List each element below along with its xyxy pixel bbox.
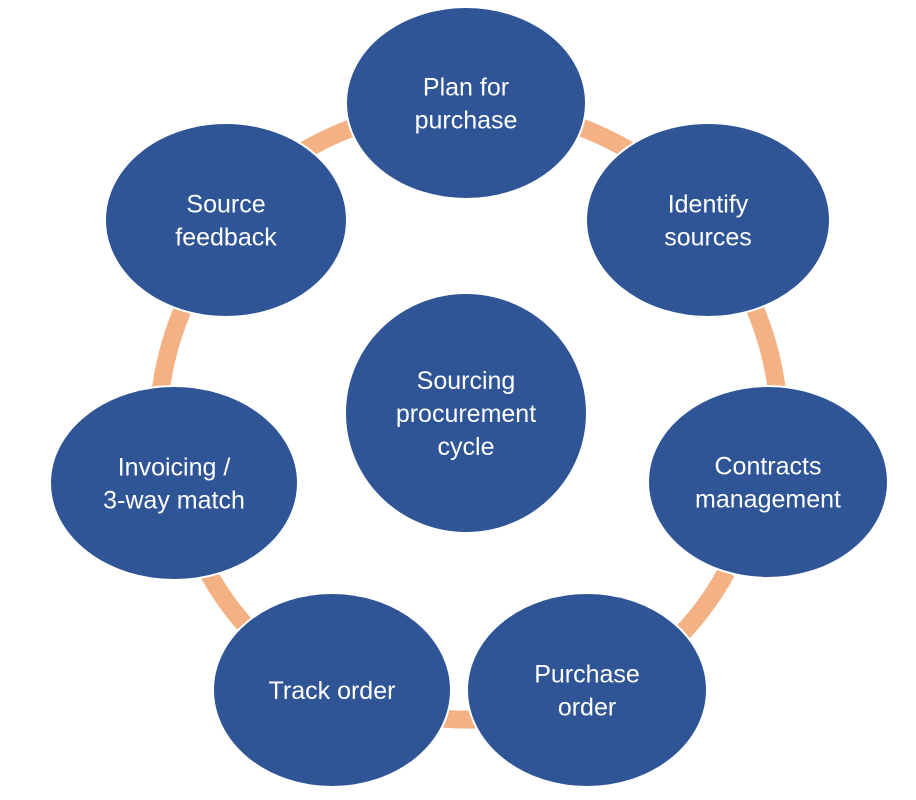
cycle-node-source-feedback: Source feedback — [105, 123, 347, 317]
cycle-node-track-order: Track order — [213, 593, 451, 787]
cycle-node-identify-sources-label-line: Identify — [668, 191, 749, 219]
cycle-node-identify-sources-shape — [586, 123, 830, 317]
cycle-node-contracts-management-label-line: management — [695, 486, 841, 514]
nodes-layer: Plan for purchaseIdentify sourcesContracts… — [50, 7, 888, 787]
cycle-node-plan-for-purchase-shape — [346, 7, 586, 199]
cycle-node-contracts-management-label-line: Contracts — [715, 453, 822, 481]
cycle-node-invoicing-3-way-match-label-line: 3-way match — [103, 487, 245, 515]
cycle-node-purchase-order-label-line: order — [558, 694, 616, 722]
cycle-node-plan-for-purchase-label-line: Plan for — [423, 74, 509, 102]
cycle-node-invoicing-3-way-match-shape — [50, 386, 298, 580]
cycle-node-purchase-order-label-line: Purchase — [534, 661, 640, 689]
cycle-node-plan-for-purchase-label-line: purchase — [415, 107, 518, 135]
cycle-node-source-feedback-shape — [105, 123, 347, 317]
center-node-sourcing-procurement-cycle-label-line: cycle — [438, 433, 495, 461]
center-node-sourcing-procurement-cycle-label-line: procurement — [396, 400, 536, 428]
cycle-node-source-feedback-label-line: feedback — [175, 224, 277, 252]
cycle-node-purchase-order-shape — [467, 593, 707, 787]
cycle-node-plan-for-purchase: Plan for purchase — [346, 7, 586, 199]
cycle-node-invoicing-3-way-match: Invoicing / 3-way match — [50, 386, 298, 580]
cycle-node-identify-sources-label-line: sources — [664, 224, 752, 252]
cycle-node-identify-sources: Identify sources — [586, 123, 830, 317]
connector-invoicing-3-way-match-to-source-feedback — [152, 303, 193, 393]
cycle-node-contracts-management-shape — [648, 386, 888, 578]
cycle-node-source-feedback-label-line: Source — [186, 191, 265, 219]
cycle-node-contracts-management: Contracts management — [648, 386, 888, 578]
center-node-sourcing-procurement-cycle: Sourcing procurement cycle — [345, 293, 587, 533]
connector-identify-sources-to-contracts-management — [745, 300, 786, 390]
cycle-node-track-order-label-line: Track order — [269, 677, 396, 705]
center-node-sourcing-procurement-cycle-label-line: Sourcing — [417, 367, 516, 395]
cycle-node-purchase-order: Purchase order — [467, 593, 707, 787]
cycle-node-invoicing-3-way-match-label-line: Invoicing / — [118, 454, 231, 482]
